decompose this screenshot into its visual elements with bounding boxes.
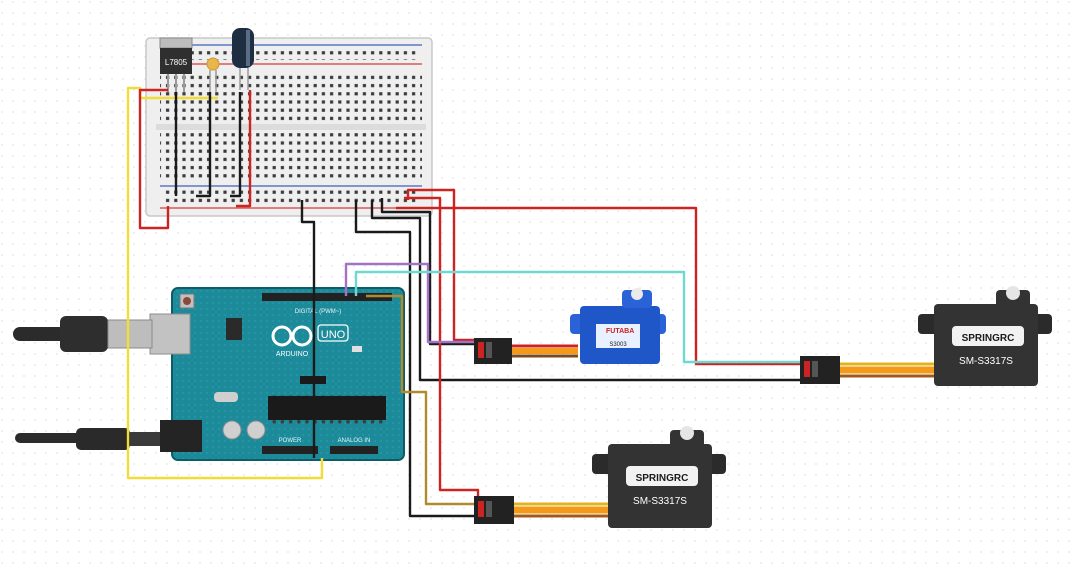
servo-bottom-model: SM-S3317S	[633, 496, 687, 507]
wire-black-servo-small[interactable]	[380, 198, 478, 346]
servo-small-model: S3003	[609, 342, 627, 348]
servo-bottom-brand: SPRINGRC	[636, 473, 689, 484]
wires	[126, 86, 808, 518]
usb-chip	[226, 318, 242, 340]
digital-header[interactable]	[262, 293, 392, 301]
servo-small-blue[interactable]: FUTABA S3003	[570, 288, 666, 364]
crystal-oscillator	[214, 392, 238, 402]
wire-red-servo-small[interactable]	[406, 188, 480, 342]
analog-header-label: ANALOG IN	[338, 438, 371, 444]
usb-port[interactable]	[149, 313, 191, 355]
arduino-uno-board[interactable]: DIGITAL (PWM~) ARDUINO UNO POWER ANALOG …	[149, 287, 405, 461]
analog-header[interactable]	[330, 446, 378, 454]
connector-servo-small[interactable]	[474, 338, 578, 364]
wire-black-servo-bottom[interactable]	[354, 200, 478, 518]
servo-right-model: SM-S3317S	[959, 356, 1013, 367]
wire-cyan-signal[interactable]	[354, 270, 808, 364]
ceramic-capacitor[interactable]	[206, 57, 220, 92]
breadboard[interactable]	[145, 37, 433, 217]
wire-black-electrolytic[interactable]	[230, 92, 242, 198]
wire-black-capacitor[interactable]	[196, 92, 212, 198]
power-header[interactable]	[262, 446, 318, 454]
connector-servo-right[interactable]	[800, 356, 938, 384]
power-header-label: POWER	[279, 438, 302, 444]
digital-header-label: DIGITAL (PWM~)	[295, 309, 342, 315]
wire-black-servo-right[interactable]	[370, 200, 806, 382]
wire-black-ground[interactable]	[300, 200, 316, 458]
connector-servo-bottom[interactable]	[474, 496, 612, 524]
usb-cable[interactable]	[13, 316, 153, 352]
voltage-regulator[interactable]: L7805	[159, 37, 193, 92]
servo-bottom[interactable]: SPRINGRC SM-S3317S	[592, 426, 726, 528]
wire-red-servo-right[interactable]	[396, 206, 808, 366]
capacitor-1	[222, 420, 242, 440]
electrolytic-capacitor[interactable]	[232, 28, 254, 90]
servo-right[interactable]: SPRINGRC SM-S3317S	[918, 286, 1052, 386]
arduino-model-label: UNO	[321, 329, 346, 341]
regulator-label: L7805	[165, 58, 188, 67]
arduino-brand-label: ARDUINO	[276, 351, 309, 358]
wire-brown-signal[interactable]	[366, 294, 478, 506]
arduino-logo: ARDUINO	[271, 325, 313, 358]
wire-red-electrolytic[interactable]	[236, 90, 252, 208]
wire-red-servo-bottom[interactable]	[404, 196, 480, 500]
wire-red-regulator[interactable]	[138, 88, 170, 230]
servo-small-brand: FUTABA	[606, 328, 634, 335]
dc-power-jack[interactable]	[160, 420, 202, 452]
led-indicator	[352, 346, 362, 352]
capacitor-2	[246, 420, 266, 440]
servo-right-brand: SPRINGRC	[962, 333, 1015, 344]
power-cable[interactable]	[15, 428, 160, 450]
microcontroller-chip	[268, 396, 386, 420]
